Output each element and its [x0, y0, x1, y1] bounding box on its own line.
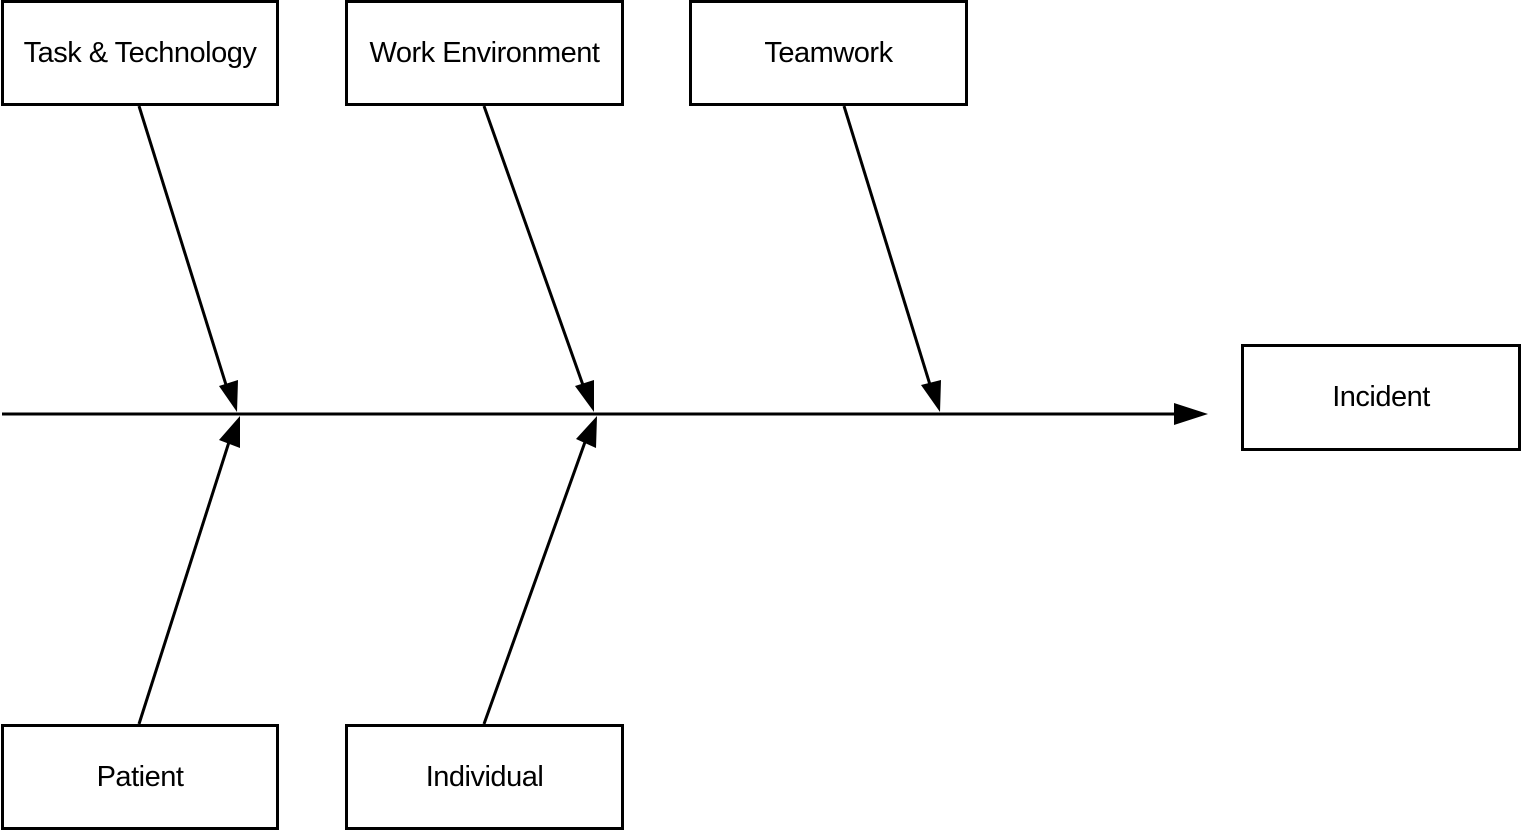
cause-label-work-environment: Work Environment	[369, 36, 601, 69]
cause-box-patient: Patient	[1, 724, 279, 830]
effect-box-incident: Incident	[1241, 344, 1521, 451]
cause-box-work-environment: Work Environment	[345, 0, 624, 106]
branch-line-task-technology	[137, 105, 229, 389]
branch-line-work-environment	[482, 105, 586, 389]
branch-line-teamwork	[842, 105, 933, 389]
cause-label-patient: Patient	[96, 760, 184, 793]
branch-arrowhead-work-environment	[575, 380, 594, 412]
effect-label-incident: Incident	[1332, 381, 1430, 413]
cause-label-individual: Individual	[425, 760, 544, 793]
cause-box-individual: Individual	[345, 724, 624, 830]
branch-line-patient	[137, 441, 231, 725]
cause-label-task-technology: Task & Technology	[23, 36, 257, 69]
branch-arrowhead-task-technology	[219, 380, 238, 412]
cause-box-task-technology: Task & Technology	[1, 0, 279, 106]
cause-label-teamwork: Teamwork	[764, 36, 893, 69]
branch-arrowhead-individual	[576, 416, 597, 448]
branch-arrowhead-teamwork	[921, 380, 941, 412]
branch-arrowhead-patient	[219, 416, 240, 448]
branch-line-individual	[482, 441, 587, 725]
cause-box-teamwork: Teamwork	[689, 0, 968, 106]
spine-arrowhead	[1174, 403, 1208, 425]
